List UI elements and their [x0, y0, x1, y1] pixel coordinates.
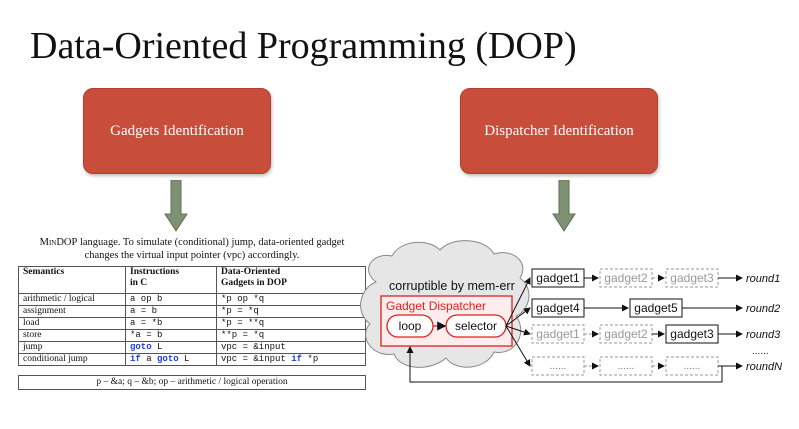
svg-text:gadget1: gadget1	[536, 327, 580, 341]
round-label: round2	[746, 303, 780, 315]
dispatcher-identification-box: Dispatcher Identification	[460, 88, 658, 174]
caption-text-line2: changes the virtual input pointer (vpc) …	[84, 250, 300, 261]
svg-text:gadget3: gadget3	[670, 271, 714, 285]
svg-text:gadget1: gadget1	[536, 271, 580, 285]
loop-label: loop	[399, 319, 422, 333]
svg-text:......: ......	[684, 361, 701, 372]
round-ellipsis: ......	[752, 346, 769, 357]
dispatcher-identification-label: Dispatcher Identification	[484, 122, 634, 139]
gadgets-identification-label: Gadgets Identification	[110, 122, 244, 139]
selector-label: selector	[455, 319, 497, 333]
svg-text:......: ......	[550, 361, 567, 372]
svg-text:......: ......	[618, 361, 635, 372]
header-semantics: Semantics	[18, 266, 126, 294]
svg-text:gadget3: gadget3	[670, 327, 714, 341]
round-label: roundN	[746, 361, 782, 373]
down-arrow-icon	[164, 180, 188, 232]
table-row: jump goto L vpc = &input	[18, 341, 366, 354]
cloud-label: corruptible by mem-err	[389, 279, 515, 293]
caption-text-line1: language. To simulate (conditional) jump…	[77, 237, 345, 248]
table-caption: MinDOP language. To simulate (conditiona…	[18, 236, 366, 262]
table-row: conditional jump if a goto L vpc = &inpu…	[18, 353, 366, 366]
svg-text:gadget2: gadget2	[604, 271, 648, 285]
slide-title: Data-Oriented Programming (DOP)	[30, 25, 577, 67]
svg-text:gadget4: gadget4	[536, 301, 580, 315]
caption-name: MinDOP	[39, 237, 78, 248]
round-label: round3	[746, 329, 781, 341]
svg-text:gadget5: gadget5	[634, 301, 678, 315]
svg-text:gadget2: gadget2	[604, 327, 648, 341]
gadget-dispatcher-label: Gadget Dispatcher	[386, 299, 486, 313]
down-arrow-icon	[552, 180, 576, 232]
round-label: round1	[746, 273, 780, 285]
gadgets-identification-box: Gadgets Identification	[83, 88, 271, 174]
table-footnote: p – &a; q – &b; op – arithmetic / logica…	[18, 375, 366, 390]
